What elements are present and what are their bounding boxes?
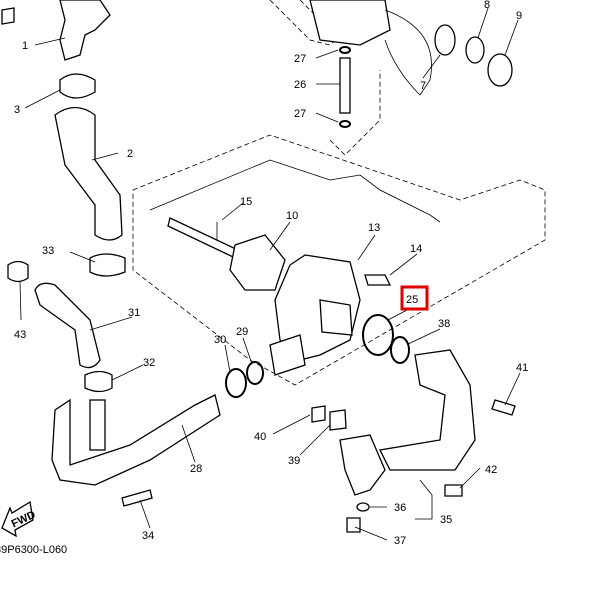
- part-28-pipe: [51, 394, 221, 486]
- label-part-30: 30: [214, 334, 226, 346]
- part-3-clamp: [59, 73, 96, 99]
- part-33-clamp: [89, 253, 126, 277]
- housing-inlet: [269, 334, 306, 376]
- housing-outlet: [319, 299, 353, 336]
- part-27-oring-lower: [339, 120, 351, 128]
- label-part-31: 31: [128, 307, 140, 319]
- part-8-seal: [465, 36, 485, 64]
- part-34-bolt: [121, 489, 153, 507]
- part-30-oring: [225, 368, 247, 398]
- pipe-stub: [89, 399, 106, 451]
- part-32-clamp: [84, 370, 113, 393]
- label-part-2: 2: [127, 148, 133, 160]
- part-42-bolt: [444, 484, 463, 497]
- label-part-29: 29: [236, 326, 248, 338]
- label-part-1: 1: [22, 40, 28, 52]
- part-1-elbow: [59, 0, 111, 61]
- part-bolt-top-left: [1, 7, 15, 25]
- part-29-oring: [246, 361, 264, 385]
- label-part-27-lower: 27: [294, 108, 306, 120]
- label-part-36: 36: [394, 502, 406, 514]
- label-part-34: 34: [142, 530, 154, 542]
- part-25-oring: [362, 314, 394, 356]
- pump-assembly-outline: [132, 134, 546, 386]
- label-part-38: 38: [438, 318, 450, 330]
- label-part-14: 14: [410, 243, 422, 255]
- highlight-box: [400, 285, 429, 311]
- part-41-bolt: [491, 399, 516, 416]
- part-35-pipe: [379, 349, 476, 471]
- part-2-hose: [54, 106, 123, 241]
- label-part-3: 3: [14, 104, 20, 116]
- label-part-13: 13: [368, 222, 380, 234]
- part-43-clamp: [7, 260, 29, 283]
- water-pump-cover: [309, 0, 391, 46]
- label-part-40: 40: [254, 431, 266, 443]
- part-38-oring: [390, 336, 410, 364]
- label-part-32: 32: [143, 357, 155, 369]
- label-part-37: 37: [394, 535, 406, 547]
- part-9-seal: [487, 53, 513, 87]
- label-part-15: 15: [240, 196, 252, 208]
- part-40-plug: [311, 405, 326, 423]
- label-part-35: 35: [440, 514, 452, 526]
- label-part-25[interactable]: 25: [406, 294, 418, 306]
- label-part-10: 10: [286, 210, 298, 222]
- label-part-43: 43: [14, 329, 26, 341]
- part-27-oring-upper: [339, 46, 351, 54]
- diagram-code: 39P6300-L060: [0, 544, 67, 556]
- leader-lines: [19, 7, 521, 541]
- label-part-9: 9: [516, 10, 522, 22]
- cover-gasket: [384, 9, 432, 96]
- part-39-union: [339, 434, 386, 496]
- label-part-7: 7: [420, 80, 426, 92]
- part-37-drain-bolt: [346, 517, 361, 533]
- part-31-hose: [34, 282, 101, 369]
- fwd-arrow-icon: FWD: [1, 500, 37, 538]
- impeller: [229, 234, 286, 291]
- part-36-washer: [356, 502, 370, 512]
- label-part-39: 39: [288, 455, 300, 467]
- part-39-plug: [329, 409, 347, 431]
- label-part-27-upper: 27: [294, 53, 306, 65]
- part-14-bolt: [364, 274, 392, 286]
- label-part-26: 26: [294, 79, 306, 91]
- label-part-8: 8: [484, 0, 490, 11]
- part-26-pipe: [339, 57, 351, 114]
- shaft-outline: [149, 159, 441, 223]
- part-7-bearing: [434, 24, 456, 56]
- label-part-42: 42: [485, 464, 497, 476]
- label-part-33: 33: [42, 245, 54, 257]
- label-part-41: 41: [516, 362, 528, 374]
- label-part-28: 28: [190, 463, 202, 475]
